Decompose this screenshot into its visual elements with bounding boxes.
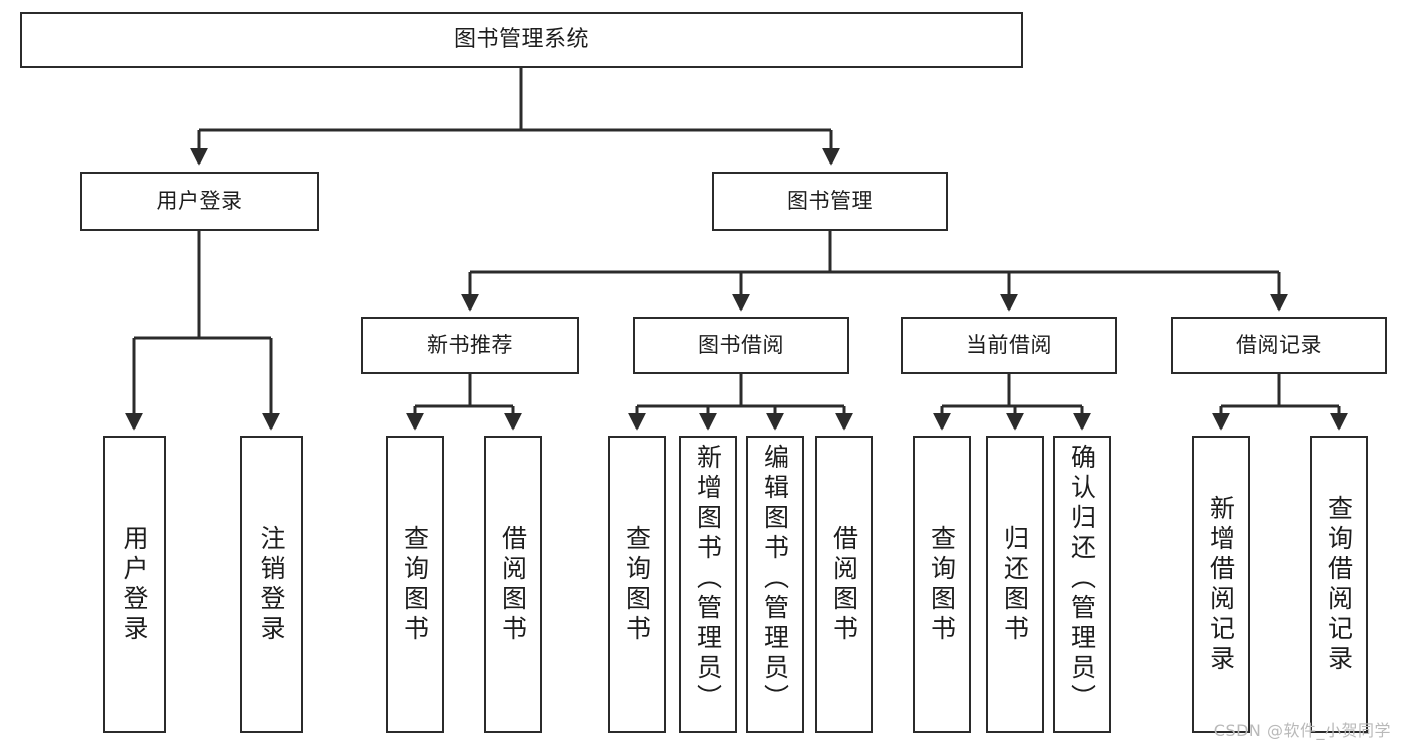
- node-new-book-recommend-label: 新书推荐: [427, 333, 513, 358]
- leaf-logout-label: 注销登录: [257, 524, 286, 645]
- leaf-logout[interactable]: 注销登录: [240, 436, 303, 733]
- node-root-label: 图书管理系统: [453, 27, 589, 53]
- csdn-watermark: CSDN @软件_小贺同学: [1213, 721, 1391, 740]
- node-current-borrow[interactable]: 当前借阅: [901, 317, 1117, 374]
- node-user-login-label: 用户登录: [156, 189, 243, 214]
- leaf-user-login[interactable]: 用户登录: [103, 436, 166, 733]
- leaf-query-books-borrow-label: 查询图书: [622, 524, 652, 645]
- leaf-query-borrow-record[interactable]: 查询借阅记录: [1310, 436, 1368, 733]
- leaf-borrow-books-recommend[interactable]: 借阅图书: [484, 436, 542, 733]
- node-user-login[interactable]: 用户登录: [80, 172, 319, 231]
- node-borrow-records-label: 借阅记录: [1236, 333, 1322, 358]
- leaf-add-borrow-record-label: 新增借阅记录: [1206, 494, 1236, 675]
- leaf-query-books-recommend[interactable]: 查询图书: [386, 436, 444, 733]
- node-root[interactable]: 图书管理系统: [20, 12, 1023, 68]
- leaf-confirm-return-admin-label: 确认归还（管理员）: [1067, 444, 1097, 714]
- node-borrow-records[interactable]: 借阅记录: [1171, 317, 1387, 374]
- node-new-book-recommend[interactable]: 新书推荐: [361, 317, 579, 374]
- leaf-edit-book-admin-label: 编辑图书（管理员）: [760, 444, 790, 714]
- leaf-borrow-books-label: 借阅图书: [829, 524, 859, 645]
- leaf-return-books[interactable]: 归还图书: [986, 436, 1044, 733]
- leaf-edit-book-admin[interactable]: 编辑图书（管理员）: [746, 436, 804, 733]
- leaf-query-books-current-label: 查询图书: [927, 524, 957, 645]
- leaf-query-books-recommend-label: 查询图书: [400, 524, 430, 645]
- leaf-borrow-books[interactable]: 借阅图书: [815, 436, 873, 733]
- node-book-management-label: 图书管理: [787, 189, 873, 214]
- leaf-user-login-label: 用户登录: [120, 524, 149, 645]
- leaf-borrow-books-recommend-label: 借阅图书: [498, 524, 528, 645]
- leaf-query-books-current[interactable]: 查询图书: [913, 436, 971, 733]
- leaf-confirm-return-admin[interactable]: 确认归还（管理员）: [1053, 436, 1111, 733]
- node-book-borrow[interactable]: 图书借阅: [633, 317, 849, 374]
- node-book-management[interactable]: 图书管理: [712, 172, 948, 231]
- node-book-borrow-label: 图书借阅: [698, 333, 784, 358]
- leaf-query-borrow-record-label: 查询借阅记录: [1324, 494, 1354, 675]
- leaf-add-book-admin[interactable]: 新增图书（管理员）: [679, 436, 737, 733]
- node-current-borrow-label: 当前借阅: [966, 333, 1052, 358]
- leaf-return-books-label: 归还图书: [1000, 524, 1030, 645]
- leaf-add-book-admin-label: 新增图书（管理员）: [693, 444, 723, 714]
- leaf-add-borrow-record[interactable]: 新增借阅记录: [1192, 436, 1250, 733]
- leaf-query-books-borrow[interactable]: 查询图书: [608, 436, 666, 733]
